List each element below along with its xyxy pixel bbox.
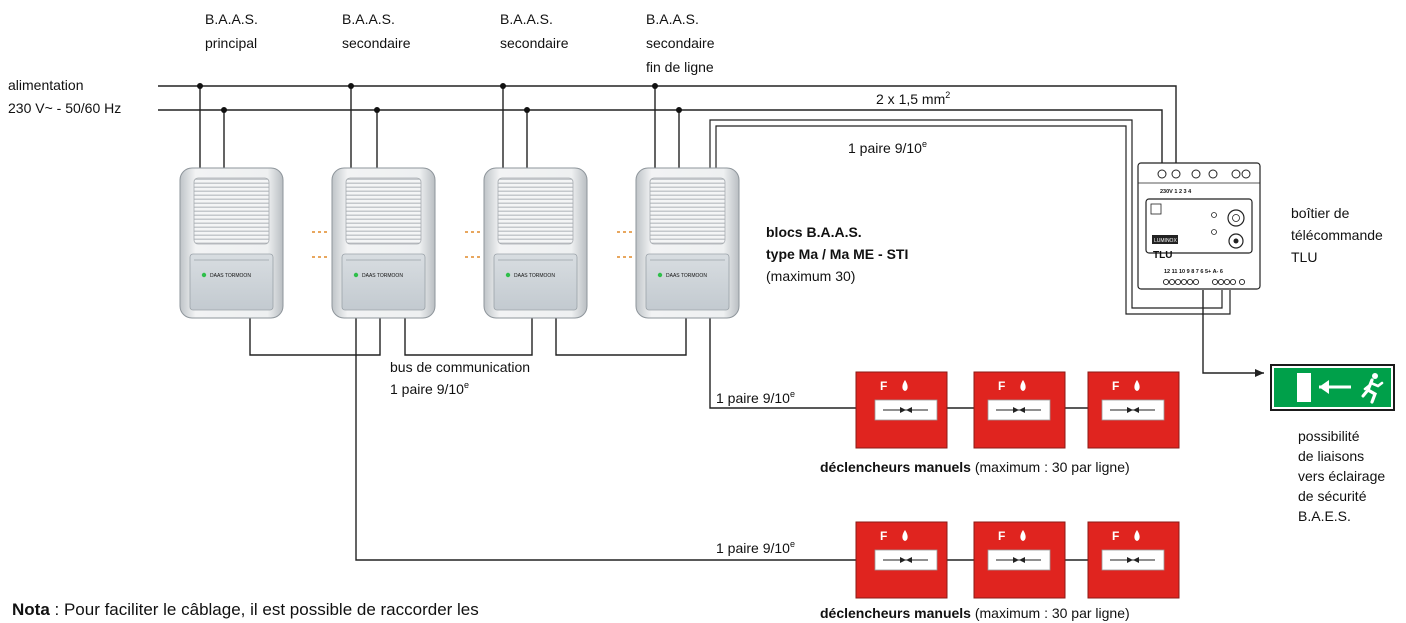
svg-text:F: F	[880, 529, 887, 543]
unit-label-2: B.A.A.S. secondaire	[342, 11, 411, 51]
tlu-label: boîtier de télécommande TLU	[1291, 205, 1383, 265]
svg-text:B.A.E.S.: B.A.E.S.	[1298, 508, 1351, 524]
svg-text:F: F	[1112, 379, 1119, 393]
svg-text:F: F	[998, 379, 1005, 393]
svg-text:DAAS TORMOON: DAAS TORMOON	[210, 273, 251, 279]
cable-pair-top-label: 1 paire 9/10e	[848, 139, 927, 156]
supply-label-line1: alimentation	[8, 77, 84, 93]
tlu-name: TLU	[1153, 250, 1172, 261]
call-points-row-2: F F F	[855, 521, 1180, 599]
baas-unit: DAAS TORMOON	[179, 167, 284, 319]
manual-call-point: F	[973, 371, 1066, 449]
pair-low-label: 1 paire 9/10e	[716, 539, 795, 556]
bus-label: bus de communication 1 paire 9/10e	[390, 359, 530, 397]
svg-text:F: F	[1112, 529, 1119, 543]
svg-text:DAAS TORMOON: DAAS TORMOON	[362, 273, 403, 279]
tlu-box: 230V 1 2 3 4 LUMINOX TLU 12 11 10 9 8 7 …	[1137, 162, 1261, 290]
manual-call-point: F	[855, 371, 948, 449]
svg-text:DAAS TORMOON: DAAS TORMOON	[514, 273, 555, 279]
svg-text:blocs B.A.A.S.: blocs B.A.A.S.	[766, 224, 862, 240]
manual-call-point: F	[855, 521, 948, 599]
svg-text:TLU: TLU	[1291, 249, 1317, 265]
exit-sign	[1270, 364, 1395, 411]
svg-text:de sécurité: de sécurité	[1298, 488, 1367, 504]
svg-text:230V 1 2 3 4: 230V 1 2 3 4	[1160, 189, 1192, 195]
baes-label: possibilité de liaisons vers éclairage d…	[1298, 428, 1385, 524]
svg-text:B.A.A.S.: B.A.A.S.	[342, 11, 395, 27]
baas-unit: DAAS TORMOON	[635, 167, 740, 319]
cable-power-label: 2 x 1,5 mm2	[876, 90, 950, 107]
svg-text:boîtier de: boîtier de	[1291, 205, 1350, 221]
svg-text:principal: principal	[205, 35, 257, 51]
baas-units: DAAS TORMOON DAAS TORMOON DAAS TORMOON D…	[179, 167, 740, 319]
svg-text:B.A.A.S.: B.A.A.S.	[646, 11, 699, 27]
svg-text:secondaire: secondaire	[500, 35, 569, 51]
baes-arrow	[1202, 290, 1264, 377]
svg-text:B.A.A.S.: B.A.A.S.	[205, 11, 258, 27]
supply-label: alimentation 230 V~ - 50/60 Hz	[8, 77, 121, 116]
unit-label-1: B.A.A.S. principal	[205, 11, 258, 51]
svg-text:secondaire: secondaire	[342, 35, 411, 51]
running-man-icon	[1361, 373, 1384, 404]
baas-unit: DAAS TORMOON	[331, 167, 436, 319]
manual-call-point: F	[1087, 371, 1180, 449]
svg-text:vers éclairage: vers éclairage	[1298, 468, 1385, 484]
svg-text:F: F	[998, 529, 1005, 543]
baas-unit: DAAS TORMOON	[483, 167, 588, 319]
svg-text:1 paire 9/10e: 1 paire 9/10e	[390, 380, 469, 397]
nota-bold: Nota	[12, 600, 50, 619]
svg-text:(maximum 30): (maximum 30)	[766, 268, 855, 284]
nota-text: Nota : Pour faciliter le câblage, il est…	[12, 600, 479, 620]
svg-text:fin de ligne: fin de ligne	[646, 59, 714, 75]
svg-text:bus de communication: bus de communication	[390, 359, 530, 375]
blocs-label: blocs B.A.A.S. type Ma / Ma ME - STI (ma…	[766, 224, 908, 284]
bus-lines	[249, 318, 856, 561]
unit-label-3: B.A.A.S. secondaire	[500, 11, 569, 51]
svg-text:F: F	[880, 379, 887, 393]
power-lines	[158, 83, 1177, 173]
svg-text:secondaire: secondaire	[646, 35, 715, 51]
nota-rest: : Pour faciliter le câblage, il est poss…	[49, 600, 479, 619]
unit-label-4: B.A.A.S. secondaire fin de ligne	[646, 11, 715, 75]
svg-text:DAAS TORMOON: DAAS TORMOON	[666, 273, 707, 279]
svg-text:type Ma / Ma ME - STI: type Ma / Ma ME - STI	[766, 246, 908, 262]
svg-text:B.A.A.S.: B.A.A.S.	[500, 11, 553, 27]
svg-text:de liaisons: de liaisons	[1298, 448, 1364, 464]
svg-text:12 11 10 9 8 7 6 5+ A- 6: 12 11 10 9 8 7 6 5+ A- 6	[1164, 269, 1223, 275]
manual-call-point: F	[973, 521, 1066, 599]
pair-to-tlu	[709, 119, 1231, 315]
supply-label-line2: 230 V~ - 50/60 Hz	[8, 100, 121, 116]
manual-call-point: F	[1087, 521, 1180, 599]
svg-text:possibilité: possibilité	[1298, 428, 1360, 444]
call-points-row-1: F F F	[855, 371, 1180, 449]
svg-text:télécommande: télécommande	[1291, 227, 1383, 243]
continuation-dashes	[312, 231, 633, 258]
declencheurs-label-2: déclencheurs manuels (maximum : 30 par l…	[820, 605, 1130, 621]
pair-mid-label: 1 paire 9/10e	[716, 389, 795, 406]
declencheurs-label-1: déclencheurs manuels (maximum : 30 par l…	[820, 459, 1130, 475]
svg-text:LUMINOX: LUMINOX	[1154, 238, 1177, 244]
